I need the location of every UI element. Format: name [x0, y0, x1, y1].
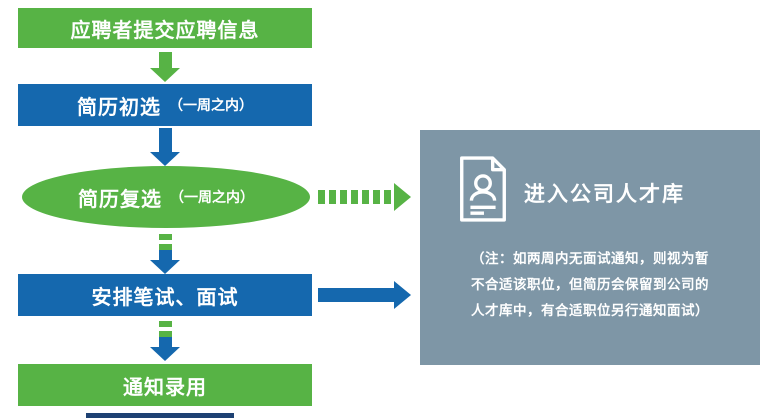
arrow-shaft — [318, 190, 394, 204]
talent-pool-title: 进入公司人才库 — [524, 182, 685, 206]
arrow-submit-to-screening — [150, 52, 180, 82]
note-line: 不合适该职位，但简历会保留到公司的 — [471, 277, 709, 293]
arrow-head — [394, 281, 411, 309]
arrow-shaft — [158, 250, 172, 260]
arrow-shaft — [158, 321, 172, 337]
arrow-interview-to-talent-pool — [318, 281, 411, 309]
talent-pool-note: （注：如两周内无面试通知，则视为暂 不合适该职位，但简历会保留到公司的 人才库中… — [438, 246, 742, 324]
arrow-reselect-to-talent-pool — [318, 183, 411, 211]
arrow-head — [150, 68, 180, 82]
flow-step-interview: 安排笔试、面试 — [18, 274, 312, 316]
cutoff-shape — [86, 413, 234, 418]
talent-pool-panel: 进入公司人才库 （注：如两周内无面试通知，则视为暂 不合适该职位，但简历会保留到… — [420, 130, 760, 365]
arrow-head — [150, 260, 180, 274]
resume-document-icon — [454, 154, 512, 228]
arrow-head — [150, 347, 180, 361]
arrow-shaft — [158, 52, 172, 68]
arrow-shaft — [318, 288, 394, 302]
flow-step-note: （一周之内） — [170, 190, 254, 206]
flow-step-initial-screening: 简历初选 （一周之内） — [18, 84, 312, 126]
arrow-head — [150, 152, 180, 166]
arrow-shaft — [158, 234, 172, 250]
flow-step-label: 安排笔试、面试 — [91, 284, 239, 309]
arrow-reselect-to-interview — [150, 234, 180, 274]
arrow-screening-to-reselect — [150, 128, 180, 166]
flow-step-label: 通知录用 — [123, 374, 207, 399]
flow-step-label: 简历初选 — [77, 94, 161, 119]
arrow-shaft — [158, 337, 172, 347]
note-line: （注：如两周内无面试通知，则视为暂 — [471, 251, 709, 267]
flow-step-submit-info: 应聘者提交应聘信息 — [18, 8, 312, 48]
flow-step-note: （一周之内） — [169, 98, 253, 114]
flow-step-label: 简历复选 — [78, 186, 162, 211]
note-line: 人才库中，有合适职位另行通知面试） — [471, 303, 709, 319]
flow-step-hire-notice: 通知录用 — [18, 364, 312, 406]
arrow-shaft — [158, 128, 172, 152]
flow-step-reselect: 简历复选 （一周之内） — [22, 166, 310, 228]
arrow-interview-to-hire — [150, 321, 180, 361]
arrow-head — [394, 183, 411, 211]
flow-step-label: 应聘者提交应聘信息 — [70, 17, 260, 42]
